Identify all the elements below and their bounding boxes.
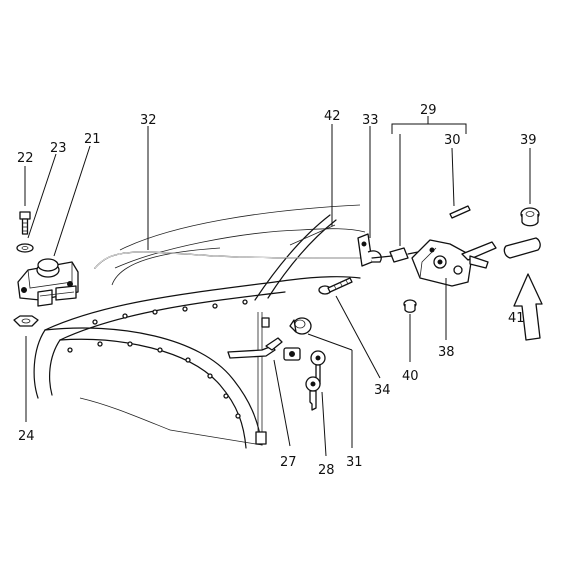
label-22: 22 xyxy=(17,151,34,166)
part-34-screw xyxy=(318,277,353,295)
label-38: 38 xyxy=(438,345,455,360)
part-32-cable xyxy=(94,251,361,269)
part-23-washer xyxy=(16,243,34,253)
label-29: 29 xyxy=(420,103,437,118)
label-32: 32 xyxy=(140,113,157,128)
leader-lines xyxy=(24,124,531,457)
label-23: 23 xyxy=(50,141,67,156)
body-panel-outline xyxy=(33,204,366,449)
part-21-lock-assembly xyxy=(17,258,79,307)
part-38-latch xyxy=(411,239,497,287)
label-31: 31 xyxy=(346,455,363,470)
label-42: 42 xyxy=(324,109,341,124)
part-22-bolt xyxy=(19,211,31,235)
part-29-bracket xyxy=(391,116,467,134)
part-24-nut xyxy=(13,315,39,327)
label-21: 21 xyxy=(84,132,101,147)
part-28-keys xyxy=(305,350,326,411)
part-31-knob xyxy=(289,317,312,335)
label-28: 28 xyxy=(318,463,335,478)
rivet-holes xyxy=(67,299,248,419)
label-41: 41 xyxy=(508,311,525,326)
label-27: 27 xyxy=(280,455,297,470)
label-39: 39 xyxy=(520,133,537,148)
part-30-pin xyxy=(449,205,471,219)
part-27-release-lever xyxy=(227,317,301,361)
part-40-plug xyxy=(403,299,417,313)
label-24: 24 xyxy=(18,429,35,444)
label-40: 40 xyxy=(402,369,419,384)
part-41-sleeve xyxy=(503,237,541,259)
label-30: 30 xyxy=(444,133,461,148)
label-34: 34 xyxy=(374,383,391,398)
part-29-connector xyxy=(371,247,419,263)
callout-labels: 21 22 23 24 27 28 29 30 31 32 33 34 38 3… xyxy=(17,103,537,478)
part-33-cable-clamp xyxy=(357,233,382,267)
direction-arrow-icon xyxy=(513,273,543,341)
label-33: 33 xyxy=(362,113,379,128)
part-39-grommet xyxy=(520,207,540,227)
